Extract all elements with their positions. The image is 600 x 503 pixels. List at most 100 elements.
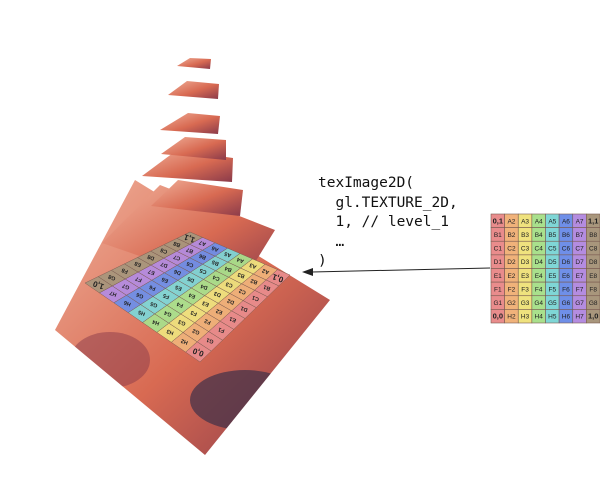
- grid-cell-label: 0,0: [493, 312, 503, 321]
- code-line-1: texImage2D(: [318, 175, 415, 191]
- grid-cell-label: G2: [507, 300, 516, 307]
- tilted-grid-cell-label: C6: [186, 260, 195, 268]
- grid-cell-label: G7: [575, 300, 584, 307]
- mip-level-6: [168, 81, 219, 99]
- tilted-grid-cell-label: B7: [186, 246, 195, 254]
- tilted-grid-cell-label: G3: [178, 318, 187, 326]
- tilted-grid-cell-label: B1: [263, 283, 272, 291]
- grid-cell-label: C6: [562, 246, 571, 253]
- grid-cell-label: 1,0: [588, 312, 598, 321]
- grid-cell-label: C7: [575, 246, 584, 253]
- grid-cell-label: D8: [589, 259, 598, 266]
- grid-cell-label: E1: [494, 273, 502, 280]
- tilted-grid-cell-label: C1: [251, 294, 260, 302]
- mip-level-2: [151, 180, 243, 216]
- tilted-grid-cell-label: F5: [162, 292, 170, 300]
- tilted-grid-cell: [84, 276, 113, 294]
- grid-cell-label: E6: [562, 273, 570, 280]
- grid-cell-label: C2: [507, 246, 516, 253]
- grid-cell-label: A5: [548, 218, 556, 225]
- tilted-grid-cell-label: A2: [261, 267, 270, 275]
- code-snippet: texImage2D( gl.TEXTURE_2D, 1, // level_1…: [318, 174, 458, 272]
- tilted-grid-cell-label: E7: [147, 268, 155, 276]
- tilted-grid-cell-label: F7: [135, 275, 143, 283]
- tilted-grid-cell-label: D8: [147, 253, 156, 261]
- tilted-grid-cell-label: C7: [173, 253, 182, 261]
- tilted-grid-cell-label: D2: [227, 297, 236, 305]
- grid-cell-label: F4: [535, 286, 543, 293]
- tilted-grid-cell-label: D4: [199, 282, 209, 290]
- tilted-grid-cell-label: E8: [134, 260, 142, 268]
- grid-cell-label: F6: [562, 286, 570, 293]
- grid-cell-label: B2: [507, 232, 515, 239]
- grid-cell-label: A7: [576, 218, 584, 225]
- grid-cell-label: B4: [535, 232, 543, 239]
- grid-cell-label: A4: [535, 218, 543, 225]
- grid-cell-label: D3: [521, 259, 530, 266]
- tilted-grid-cell-label: E2: [215, 307, 223, 315]
- code-line-2: gl.TEXTURE_2D,: [318, 194, 458, 211]
- grid-cell-label: D2: [507, 259, 516, 266]
- grid-cell-label: B1: [494, 232, 502, 239]
- tilted-grid-cell-label: H2: [180, 337, 189, 345]
- grid-cell-label: E8: [589, 273, 597, 280]
- tilted-grid-cell-label: B6: [198, 252, 207, 260]
- tilted-grid-cell-label: H5: [137, 308, 146, 316]
- grid-cell-label: F1: [494, 286, 502, 293]
- tilted-grid-cell-label: 0,0: [191, 346, 205, 358]
- grid-cell-label: H3: [521, 314, 530, 321]
- grid-cell-label: D4: [535, 259, 544, 266]
- tilted-grid-cell-label: C4: [211, 273, 221, 281]
- grid-cell-label: G6: [562, 300, 571, 307]
- grid-cell-label: E2: [507, 273, 515, 280]
- tilted-grid-cell-label: F1: [218, 326, 226, 334]
- grid-cell-label: F3: [521, 286, 529, 293]
- tilted-grid-cell-label: D1: [240, 304, 249, 312]
- tilted-grid-cell-label: G6: [136, 291, 145, 299]
- grid-cell-label: G3: [521, 300, 530, 307]
- grid-cell-label: G8: [589, 300, 598, 307]
- code-line-5: ): [318, 253, 327, 270]
- tilted-grid-cell-label: F4: [175, 300, 184, 308]
- grid-cell-label: H4: [535, 314, 544, 321]
- mip-level-4: [161, 137, 226, 160]
- tilted-grid-cell-label: E6: [161, 276, 169, 284]
- grid-cell-label: B3: [521, 232, 529, 239]
- tilted-grid-cell-label: G1: [206, 336, 215, 344]
- tilted-grid-cell-label: F6: [149, 283, 157, 291]
- tilted-grid-cell-label: D5: [187, 275, 196, 283]
- tilted-grid-cell-label: A4: [235, 255, 245, 263]
- grid-cell-label: B6: [562, 232, 570, 239]
- grid-cell-label: C1: [494, 246, 503, 253]
- grid-cell-label: F5: [549, 286, 557, 293]
- grid-cell-label: F8: [589, 286, 597, 293]
- grid-cell-label: E4: [535, 273, 543, 280]
- grid-cell-label: E3: [521, 273, 529, 280]
- grid-cell-label: 1,1: [588, 216, 598, 225]
- grid-cell-label: C3: [521, 246, 530, 253]
- grid-cell-label: D1: [494, 259, 503, 266]
- tilted-grid-cell-label: 1,0: [91, 279, 105, 291]
- tilted-grid-cell-label: H6: [123, 299, 132, 307]
- tilted-grid-cell-label: F2: [204, 317, 212, 325]
- grid-cell-label: F2: [508, 286, 516, 293]
- grid-cell-label: B5: [548, 232, 556, 239]
- tilted-grid-cell-label: B3: [237, 271, 246, 279]
- tilted-grid-cell-label: G4: [163, 309, 173, 317]
- tilted-grid-cell-label: D3: [213, 290, 222, 298]
- tilted-grid-cell-label: B8: [173, 240, 182, 248]
- tilted-grid-cell-label: E1: [229, 315, 237, 323]
- grid-cell-label: D7: [575, 259, 584, 266]
- grid-cell-label: B7: [576, 232, 584, 239]
- tilted-grid-cell-label: E4: [187, 291, 196, 299]
- tilted-grid-cell-label: G2: [192, 327, 201, 335]
- grid-cell-label: C5: [548, 246, 557, 253]
- grid-cell-label: A3: [521, 218, 529, 225]
- tilted-grid-cell-label: E3: [202, 299, 210, 307]
- mip-level-5: [160, 113, 220, 134]
- grid-cell-label: D5: [548, 259, 557, 266]
- tilted-grid-cell-label: B5: [211, 258, 220, 266]
- tilted-grid-cell-label: H7: [109, 289, 118, 297]
